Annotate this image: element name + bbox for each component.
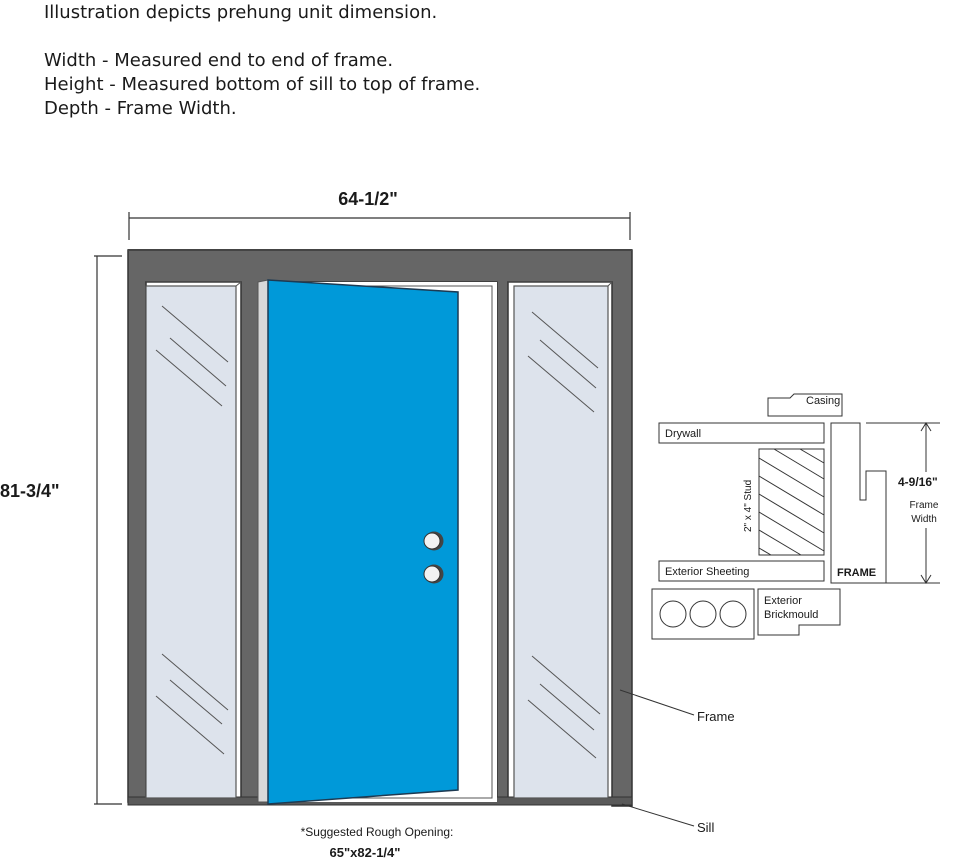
brickmould-circle-2 [689,600,717,628]
door-knob [423,531,444,551]
brickmould-shape [757,588,841,636]
exterior-sheeting-shape [658,560,825,582]
intro-line-1: Illustration depicts prehung unit dimens… [44,2,438,23]
stud-shape [758,448,825,556]
depth-arrow-bottom [920,574,932,584]
deadbolt [423,564,444,584]
door-slab [267,279,459,805]
intro-line-2: Width - Measured end to end of frame. [44,50,394,71]
sill-callout: Sill [697,820,714,835]
height-dimension [94,255,122,805]
brickmould-label-2: Brickmould [764,609,818,621]
depth-label: 4-9/16" [898,475,938,489]
frame-profile [830,422,887,584]
rough-opening-size: 65"x82-1/4" [330,845,401,860]
left-glass-reflection [155,305,229,755]
intro-line-4: Depth - Frame Width. [44,98,237,119]
wall-section-detail [651,393,940,640]
left-sidelite [145,281,242,799]
depth-caption-1: Frame [910,500,939,511]
intro-line-3: Height - Measured bottom of sill to top … [44,74,481,95]
brickmould-box [651,588,755,640]
depth-label-backing [896,472,946,528]
casing-shape [767,393,843,417]
depth-caption-2: Width [911,514,937,525]
exterior-sheeting-label: Exterior Sheeting [665,566,749,578]
rough-opening-note: *Suggested Rough Opening: [301,825,454,839]
depth-arrow-top [920,422,932,432]
brickmould-circle-3 [719,600,747,628]
casing-label: Casing [806,395,840,407]
stud-hatching [758,448,825,556]
drywall-shape [658,422,825,444]
height-label: 81-3/4" [0,481,60,501]
frame-leader-line [619,689,695,716]
stud-label: 2" x 4" Stud [743,480,754,532]
width-dimension [128,212,631,240]
drywall-label: Drywall [665,428,701,440]
brickmould-circle-1 [659,600,687,628]
width-label: 64-1/2" [338,189,398,209]
sill-leader-line [621,803,695,827]
brickmould-label-1: Exterior [764,595,802,607]
frame-detail-label: FRAME [837,567,876,579]
right-sidelite [513,281,613,799]
frame-callout: Frame [697,709,735,724]
door-edge [257,279,269,803]
right-glass-reflection [527,311,601,759]
